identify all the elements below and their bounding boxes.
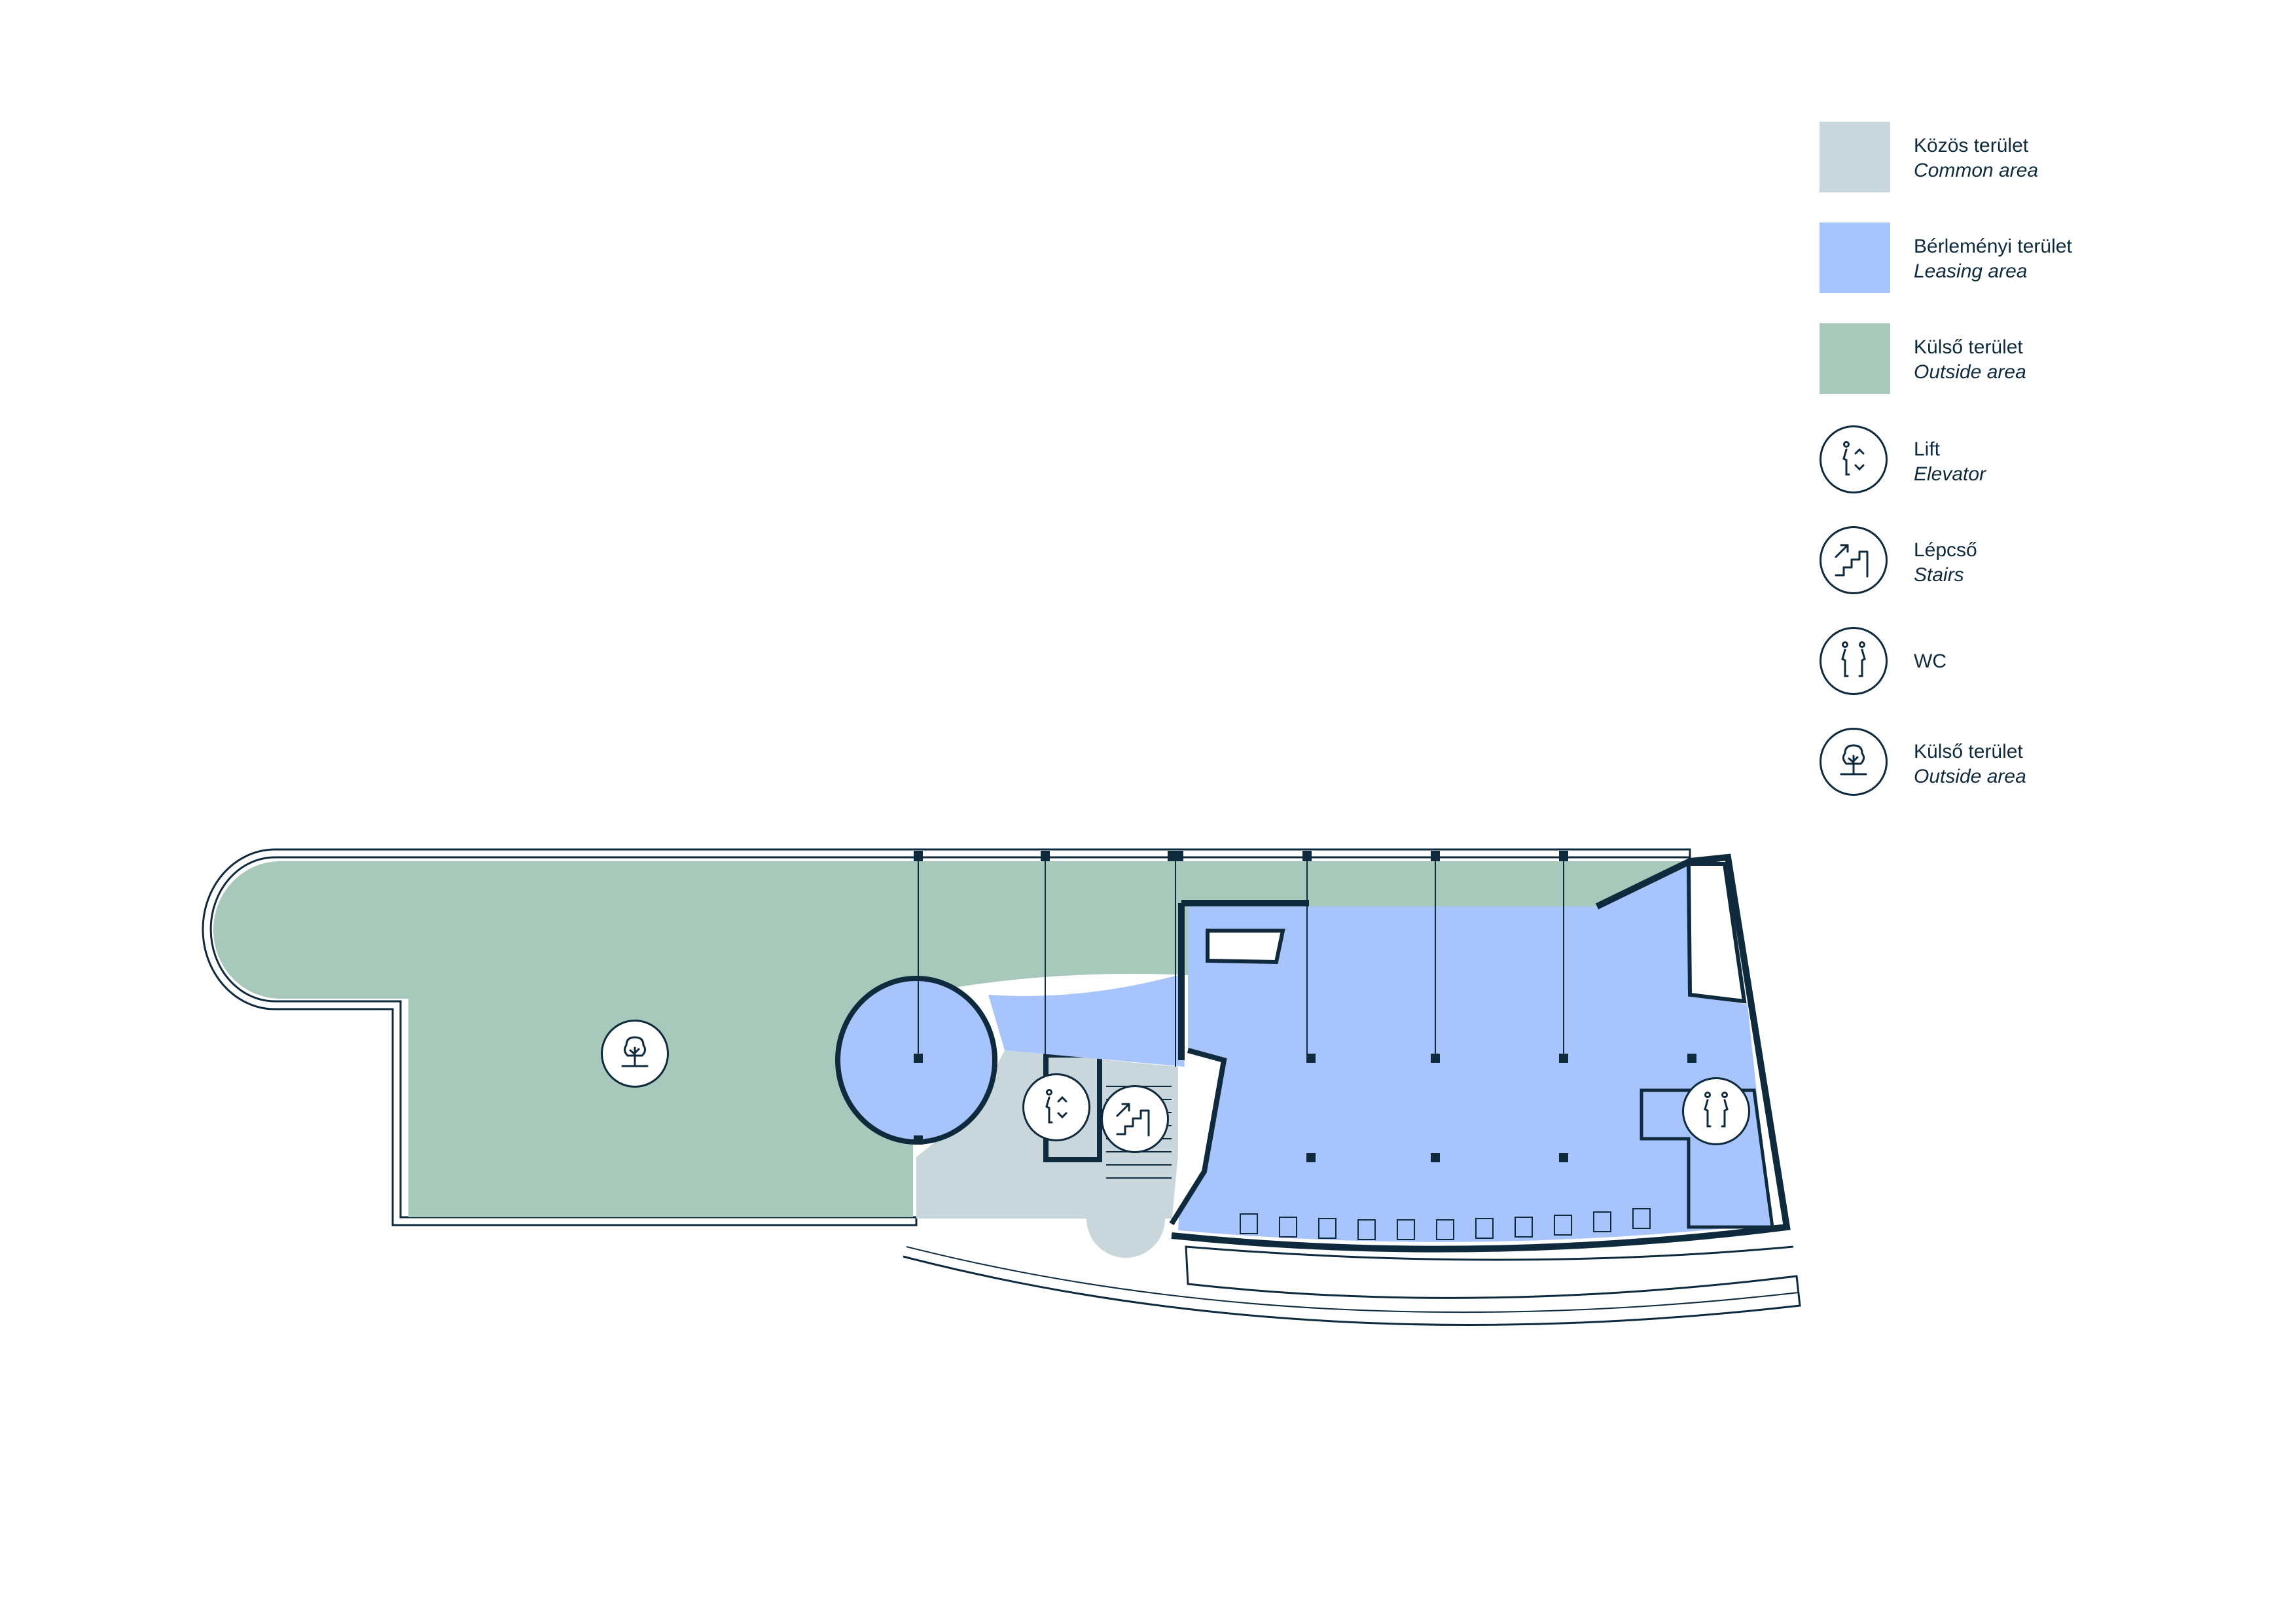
legend-label-hu: Lift (1914, 438, 1941, 460)
stairs-icon (1116, 1103, 1150, 1137)
legend-label-en: Outside area (1914, 766, 2026, 787)
legend-item-elevator: Lift Elevator (1820, 425, 2225, 497)
legend-label-hu: Közös terület (1914, 135, 2029, 156)
legend-label-en: Stairs (1914, 564, 1964, 586)
legend-label-hu: Külső terület (1914, 336, 2023, 358)
legend-label-en: Outside area (1914, 361, 2026, 383)
swatch-common (1820, 122, 1890, 192)
grid-lines (918, 861, 1564, 1067)
elevator-icon (1842, 441, 1865, 476)
service-cutout (1686, 862, 1747, 1004)
tree-icon (1840, 744, 1867, 776)
leasing-area-office (1178, 861, 1770, 1242)
legend-label: Bérleményi terület Leasing area (1914, 234, 2072, 284)
legend-label: Közös terület Common area (1914, 134, 2038, 183)
legend-label: Külső terület Outside area (1914, 740, 2026, 789)
legend-tree-badge (1820, 728, 1888, 796)
tree-icon (621, 1036, 649, 1067)
office-wc-badge (1682, 1077, 1750, 1145)
legend-item-wc: WC (1820, 627, 2225, 699)
legend-item-common: Közös terület Common area (1820, 122, 2225, 194)
legend-item-stairs: Lépcső Stairs (1820, 526, 2225, 598)
terrace-tree-badge (601, 1020, 669, 1088)
core-wall-angled (1169, 1048, 1227, 1226)
south-walkway-inner (906, 1246, 1799, 1313)
legend-label: WC (1914, 649, 1946, 674)
outside-area-terrace (213, 861, 913, 1217)
legend-label: Lift Elevator (1914, 437, 1986, 487)
legend-label-en: Common area (1914, 160, 2039, 181)
south-walkway (903, 1245, 1801, 1326)
reception-desk (1206, 929, 1285, 965)
legend-label: Lépcső Stairs (1914, 538, 1977, 588)
legend-item-leasing: Bérleményi terület Leasing area (1820, 223, 2225, 294)
core-elevator-badge (1022, 1073, 1090, 1141)
office-walls (1171, 853, 1791, 1253)
swatch-leasing (1820, 223, 1890, 293)
elevator-icon (1045, 1089, 1067, 1124)
leasing-area-corridor (988, 975, 1185, 1067)
legend-elevator-badge (1820, 425, 1888, 493)
legend-label-en: Elevator (1914, 463, 1986, 485)
legend-label-hu: Bérleményi terület (1914, 236, 2072, 257)
legend-stairs-badge (1820, 526, 1888, 594)
legend-item-outside: Külső terület Outside area (1820, 323, 2225, 395)
legend-wc-badge (1820, 627, 1888, 695)
outside-area-strip (913, 861, 1690, 995)
wc-icon (1704, 1092, 1729, 1128)
legend-label-hu: Külső terület (1914, 741, 2023, 762)
facade-fins (1240, 1208, 1651, 1240)
core-stairs-badge (1101, 1085, 1169, 1153)
wc-icon (1841, 641, 1866, 677)
stairs-icon (1835, 544, 1869, 578)
legend-item-outside-icon: Külső terület Outside area (1820, 728, 2225, 800)
legend-label-hu: Lépcső (1914, 539, 1977, 561)
legend-label-hu: WC (1914, 651, 1946, 672)
swatch-outside (1820, 323, 1890, 394)
legend-label-en: Leasing area (1914, 260, 2028, 282)
legend-label: Külső terület Outside area (1914, 335, 2026, 385)
